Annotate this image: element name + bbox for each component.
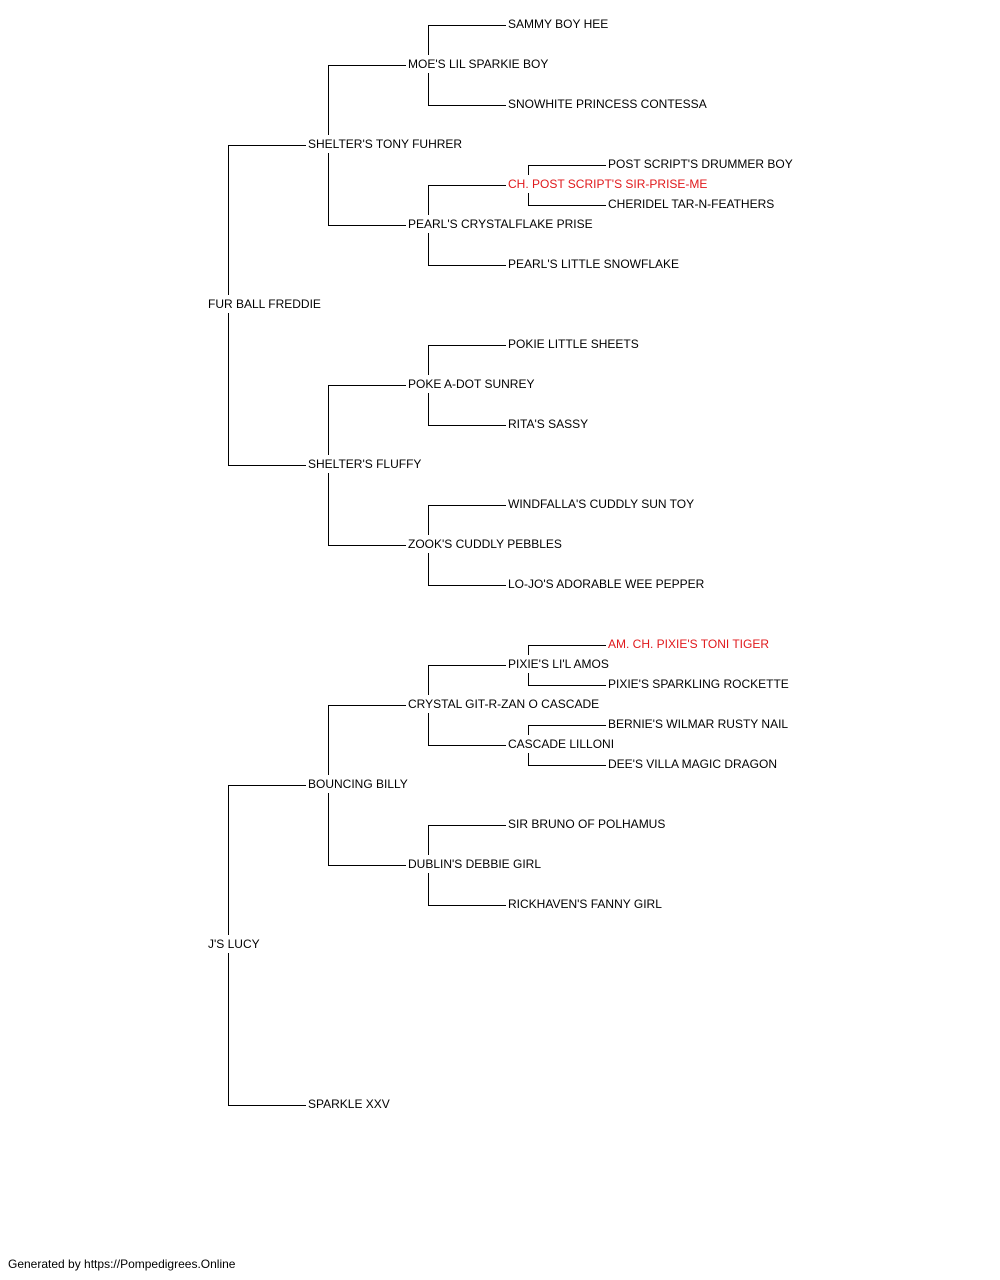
ancestor-bouncing-billy: BOUNCING BILLY: [308, 777, 408, 791]
ancestor-am-ch-pixie-s-toni-tiger: AM. CH. PIXIE'S TONI TIGER: [608, 637, 769, 651]
connector-horizontal: [428, 105, 506, 106]
connector-horizontal: [328, 65, 406, 66]
connector-vertical: [428, 553, 429, 585]
connector-horizontal: [428, 905, 506, 906]
connector-horizontal: [328, 225, 406, 226]
ancestor-rita-s-sassy: RITA'S SASSY: [508, 417, 589, 431]
connector-horizontal: [428, 745, 506, 746]
connector-horizontal: [328, 385, 406, 386]
ancestor-dublin-s-debbie-girl: DUBLIN'S DEBBIE GIRL: [408, 857, 541, 871]
connector-vertical: [328, 385, 329, 455]
connector-horizontal: [228, 785, 306, 786]
connector-horizontal: [428, 185, 506, 186]
ancestor-shelter-s-tony-fuhrer: SHELTER'S TONY FUHRER: [308, 137, 463, 151]
ancestor-sparkle-xxv: SPARKLE XXV: [308, 1097, 390, 1111]
connector-vertical: [428, 233, 429, 265]
connector-vertical: [528, 193, 529, 205]
ancestor-pearl-s-crystalflake-prise: PEARL'S CRYSTALFLAKE PRISE: [408, 217, 593, 231]
ancestor-windfalla-s-cuddly-sun-toy: WINDFALLA'S CUDDLY SUN TOY: [508, 497, 695, 511]
connector-vertical: [228, 145, 229, 295]
ancestor-ch-post-script-s-sir-prise-me: CH. POST SCRIPT'S SIR-PRISE-ME: [508, 177, 708, 191]
connector-vertical: [328, 473, 329, 545]
ancestor-sammy-boy-hee: SAMMY BOY HEE: [508, 17, 609, 31]
connector-vertical: [528, 165, 529, 175]
ancestor-poke-a-dot-sunrey: POKE A-DOT SUNREY: [408, 377, 535, 391]
connector-vertical: [428, 345, 429, 375]
connector-horizontal: [328, 865, 406, 866]
ancestor-j-s-lucy: J'S LUCY: [208, 937, 260, 951]
connector-vertical: [428, 393, 429, 425]
ancestor-sir-bruno-of-polhamus: SIR BRUNO OF POLHAMUS: [508, 817, 666, 831]
ancestor-cascade-lilloni: CASCADE LILLONI: [508, 737, 615, 751]
ancestor-rickhaven-s-fanny-girl: RICKHAVEN'S FANNY GIRL: [508, 897, 662, 911]
connector-horizontal: [428, 25, 506, 26]
connector-vertical: [228, 313, 229, 465]
connector-vertical: [528, 673, 529, 685]
connector-horizontal: [428, 665, 506, 666]
connector-vertical: [528, 753, 529, 765]
ancestor-pearl-s-little-snowflake: PEARL'S LITTLE SNOWFLAKE: [508, 257, 680, 271]
connector-horizontal: [528, 725, 606, 726]
connector-horizontal: [228, 465, 306, 466]
ancestor-cheridel-tar-n-feathers: CHERIDEL TAR-N-FEATHERS: [608, 197, 775, 211]
connector-vertical: [428, 825, 429, 855]
connector-vertical: [428, 505, 429, 535]
connector-horizontal: [228, 1105, 306, 1106]
connector-horizontal: [428, 505, 506, 506]
connector-horizontal: [528, 165, 606, 166]
connector-vertical: [528, 645, 529, 655]
connector-vertical: [328, 153, 329, 225]
connector-vertical: [428, 25, 429, 55]
connector-horizontal: [428, 265, 506, 266]
ancestor-pixie-s-li-l-amos: PIXIE'S LI'L AMOS: [508, 657, 609, 671]
connector-vertical: [428, 665, 429, 695]
ancestor-snowhite-princess-contessa: SNOWHITE PRINCESS CONTESSA: [508, 97, 707, 111]
ancestor-fur-ball-freddie: FUR BALL FREDDIE: [208, 297, 321, 311]
ancestor-bernie-s-wilmar-rusty-nail: BERNIE'S WILMAR RUSTY NAIL: [608, 717, 789, 731]
connector-vertical: [328, 705, 329, 775]
ancestor-lo-jo-s-adorable-wee-pepper: LO-JO'S ADORABLE WEE PEPPER: [508, 577, 705, 591]
footer-credit: Generated by https://Pompedigrees.Online: [8, 1257, 236, 1271]
connector-vertical: [328, 65, 329, 135]
ancestor-crystal-git-r-zan-o-cascade: CRYSTAL GIT-R-ZAN O CASCADE: [408, 697, 600, 711]
connector-horizontal: [428, 425, 506, 426]
connector-vertical: [428, 73, 429, 105]
connector-vertical: [428, 185, 429, 215]
ancestor-shelter-s-fluffy: SHELTER'S FLUFFY: [308, 457, 422, 471]
connector-horizontal: [328, 545, 406, 546]
ancestor-moe-s-lil-sparkie-boy: MOE'S LIL SPARKIE BOY: [408, 57, 549, 71]
connector-horizontal: [428, 345, 506, 346]
connector-horizontal: [228, 145, 306, 146]
connector-vertical: [328, 793, 329, 865]
connector-vertical: [228, 953, 229, 1105]
connector-horizontal: [528, 645, 606, 646]
connector-vertical: [428, 873, 429, 905]
connector-horizontal: [528, 685, 606, 686]
connector-vertical: [228, 785, 229, 935]
ancestor-post-script-s-drummer-boy: POST SCRIPT'S DRUMMER BOY: [608, 157, 793, 171]
ancestor-pokie-little-sheets: POKIE LITTLE SHEETS: [508, 337, 639, 351]
ancestor-zook-s-cuddly-pebbles: ZOOK'S CUDDLY PEBBLES: [408, 537, 562, 551]
connector-vertical: [428, 713, 429, 745]
connector-horizontal: [528, 205, 606, 206]
connector-horizontal: [428, 585, 506, 586]
connector-horizontal: [328, 705, 406, 706]
connector-horizontal: [528, 765, 606, 766]
ancestor-dee-s-villa-magic-dragon: DEE'S VILLA MAGIC DRAGON: [608, 757, 778, 771]
connector-vertical: [528, 725, 529, 735]
connector-horizontal: [428, 825, 506, 826]
ancestor-pixie-s-sparkling-rockette: PIXIE'S SPARKLING ROCKETTE: [608, 677, 789, 691]
